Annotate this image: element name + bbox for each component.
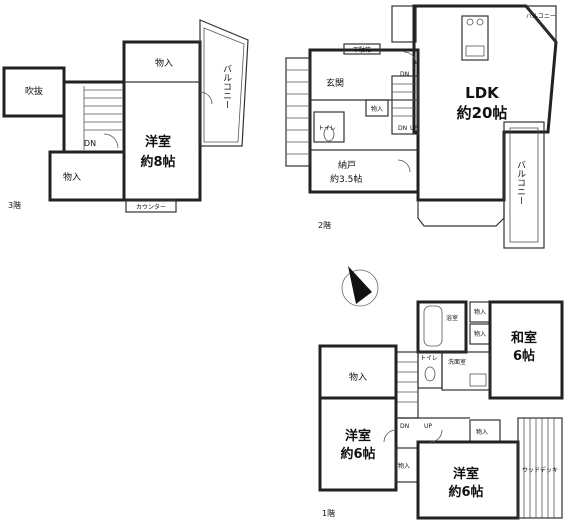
floor-3-label: 3階: [8, 200, 21, 210]
compass-circle: [341, 269, 379, 307]
storage-c-label: 物入: [349, 371, 367, 383]
kitchen-counter: [461, 15, 489, 61]
stair-dn-label-1f: DN: [400, 423, 409, 430]
storage-room-1f: [318, 344, 398, 400]
floor-2-label: 2階: [318, 220, 331, 230]
storage-left-label: 物入: [63, 171, 81, 183]
storage-a-label: 物入: [474, 308, 486, 316]
washroom-label: 洗面室: [448, 358, 466, 366]
floor-2: 下駄箱 玄関 DN 物入 トイレ DN UP 納戸 約3.5帖 LDK 約20帖…: [285, 4, 558, 249]
stair-treads: [83, 86, 122, 150]
door-swing: [103, 133, 119, 149]
storeroom-label: 納戸: [338, 159, 356, 171]
door-swing: [383, 429, 397, 443]
storage-box-2f: [365, 99, 389, 117]
balcony-inner: [203, 27, 245, 143]
western2-label: 洋室: [453, 466, 479, 482]
storage-room-left: [48, 150, 126, 202]
door-swing: [429, 429, 443, 443]
bay-window: [417, 200, 505, 227]
wood-deck-label: ウッドデッキ: [522, 466, 558, 474]
compass: [341, 266, 379, 307]
stair-up-label-1f: UP: [424, 423, 432, 430]
ldk-outline: [412, 4, 558, 202]
wood-deck: [517, 417, 563, 519]
balcony-top-left: [391, 5, 417, 43]
shoe-cabinet: [343, 43, 381, 55]
balcony-top-label: バルコニー: [526, 13, 556, 20]
stove-burner: [476, 18, 484, 26]
toilet-bowl-1f: [424, 366, 436, 382]
stair-dn-label: DN: [400, 71, 409, 78]
entrance-label: 玄関: [326, 77, 344, 89]
sink: [465, 45, 485, 57]
western1-size: 約6帖: [340, 446, 375, 462]
floor-1-label: 1階: [322, 508, 335, 518]
western2-size: 約6帖: [448, 484, 483, 500]
door-swing: [397, 159, 411, 173]
japanese-room-size: 6帖: [513, 348, 535, 364]
ldk-label: LDK: [465, 84, 500, 102]
bathtub: [423, 305, 443, 347]
toilet-label: トイレ: [318, 125, 336, 132]
outer-stair: [285, 57, 311, 167]
storage-e-label: 物入: [398, 462, 410, 470]
western-room-1: [318, 396, 398, 492]
stair-dn2-label: DN: [398, 125, 407, 132]
storage-label: 物入: [371, 105, 383, 113]
counter-box: [125, 199, 177, 213]
toilet-bowl: [323, 126, 335, 142]
balcony-side-inner: [509, 127, 539, 243]
western1-label: 洋室: [345, 428, 371, 444]
door-swing: [403, 51, 417, 65]
japanese-room-label: 和室: [511, 330, 537, 346]
floor-1: 浴室 物入 物入 和室 6帖 トイレ 洗面室 物入 DN UP 物入 物入 洋室…: [318, 300, 564, 520]
toilet-label-1f: トイレ: [420, 355, 438, 362]
storage-b-label: 物入: [474, 330, 486, 338]
stair-2f: [391, 75, 419, 135]
toilet-room: [313, 111, 345, 143]
floor-3: 吹抜 DN 物入 物入 洋室 約8帖 バルコニー カウンター 3階: [2, 19, 249, 213]
japanese-room: [488, 300, 564, 400]
balcony-top-right: [524, 5, 557, 44]
compass-needle-icon: [348, 266, 372, 304]
storeroom-size: 約3.5帖: [330, 173, 362, 185]
western-room-label: 洋室: [145, 134, 171, 150]
balcony-side: [503, 121, 545, 249]
western-room-size: 約8帖: [140, 154, 175, 170]
loft-label: 吹抜: [25, 85, 43, 97]
ldk-size: 約20帖: [457, 104, 508, 122]
stair-up-label: UP: [410, 125, 418, 132]
washroom: [441, 351, 491, 391]
counter-label: カウンター: [136, 203, 166, 211]
balcony-label: バルコニー: [221, 64, 232, 109]
stove-burner: [466, 18, 474, 26]
storage-top-label: 物入: [155, 57, 173, 69]
wash-basin: [469, 373, 487, 387]
stair-dn-label: DN: [84, 139, 96, 148]
shoe-cabinet-label: 下駄箱: [353, 46, 371, 54]
door-swing-balcony: [199, 91, 213, 105]
balcony-outline: [199, 19, 249, 147]
storage-d-label: 物入: [476, 428, 488, 436]
bath-label: 浴室: [446, 314, 458, 322]
balcony-side-label: バルコニー: [515, 160, 526, 205]
